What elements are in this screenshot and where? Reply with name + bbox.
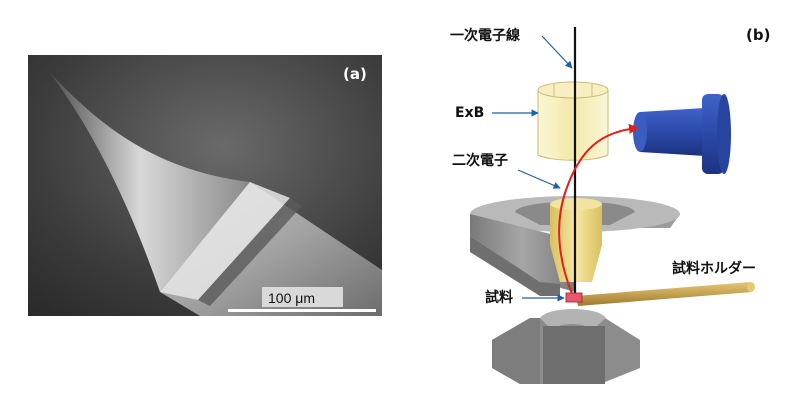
panel-b-label: (b) xyxy=(746,26,770,44)
sem-tip-cone xyxy=(50,73,250,292)
label-sample: 試料 xyxy=(485,289,513,306)
pointer-primary-beam xyxy=(541,35,573,69)
scale-bar-box xyxy=(262,287,343,307)
scale-bar-line xyxy=(228,309,376,312)
panel-a-label: (a) xyxy=(343,65,367,83)
label-primary-beam: 一次電子線 xyxy=(450,27,520,44)
label-secondary-electron: 二次電子 xyxy=(452,152,508,169)
sem-tip-ring-edge xyxy=(198,198,302,306)
objective-lens xyxy=(470,196,680,296)
scale-bar-label: 100 μm xyxy=(268,290,315,306)
exb-filter xyxy=(537,81,609,161)
panel-a: (a) 100 μm xyxy=(28,55,382,316)
pointer-secondary-electron xyxy=(517,169,561,189)
secondary-electron-path xyxy=(558,123,639,297)
lower-pole-piece xyxy=(492,309,640,384)
label-sample-holder: 試料ホルダー xyxy=(672,260,756,277)
secondary-electron-detector xyxy=(633,94,731,174)
sample-holder xyxy=(576,282,755,306)
sem-tip-ring xyxy=(160,182,290,300)
sample-marker xyxy=(565,292,583,303)
label-exb: ExB xyxy=(455,105,484,121)
panel-b: (b) xyxy=(450,26,770,384)
